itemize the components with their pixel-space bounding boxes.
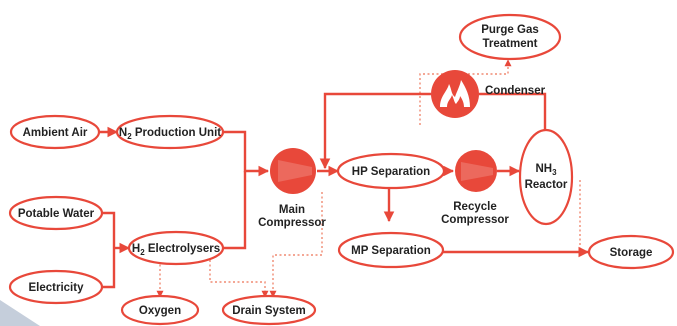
label-nh3-reactor-line2: Reactor bbox=[525, 179, 568, 191]
edge-water-junction bbox=[101, 211, 116, 248]
condenser-flame-icon bbox=[431, 70, 479, 118]
label-mp-separation: MP Separation bbox=[351, 245, 431, 257]
label-recycle-compressor-line2: Compressor bbox=[441, 214, 509, 226]
node-hp-separation: HP Separation bbox=[336, 152, 446, 190]
label-recycle-compressor-line1: Recycle bbox=[453, 201, 496, 213]
corner-decoration bbox=[0, 300, 40, 326]
compressor-icon bbox=[270, 148, 316, 194]
recycle-compressor: Recycle Compressor bbox=[441, 150, 509, 226]
edge-electricity-junction bbox=[101, 248, 116, 289]
label-condenser: Condenser bbox=[485, 85, 546, 97]
node-drain-system: Drain System bbox=[221, 294, 317, 326]
compressor-icon bbox=[455, 150, 497, 192]
label-hp-separation: HP Separation bbox=[352, 166, 430, 178]
edge-h2-compressor bbox=[222, 171, 247, 250]
label-potable-water: Potable Water bbox=[18, 208, 95, 220]
label-oxygen: Oxygen bbox=[139, 305, 181, 317]
label-purge-line1: Purge Gas bbox=[481, 24, 539, 36]
edge-compressor-drain-dotted bbox=[269, 192, 323, 298]
label-drain-system: Drain System bbox=[232, 305, 306, 317]
label-electricity: Electricity bbox=[29, 282, 85, 294]
node-oxygen: Oxygen bbox=[120, 294, 200, 326]
label-main-compressor-line1: Main bbox=[279, 204, 305, 216]
node-nh3-reactor: NH3 Reactor bbox=[518, 128, 574, 226]
label-ambient-air: Ambient Air bbox=[23, 127, 88, 139]
edge-n2-compressor bbox=[222, 130, 270, 177]
node-storage: Storage bbox=[587, 234, 675, 270]
main-compressor: Main Compressor bbox=[258, 148, 326, 229]
label-purge-line2: Treatment bbox=[483, 38, 538, 50]
label-main-compressor-line2: Compressor bbox=[258, 217, 326, 229]
edge-electrolyser-drain-dotted bbox=[209, 260, 269, 298]
label-nh3-reactor-line1: NH3 bbox=[535, 163, 557, 177]
label-storage: Storage bbox=[610, 247, 653, 259]
node-potable-water: Potable Water bbox=[8, 195, 104, 231]
node-h2-electrolysers: H2 Electrolysers bbox=[127, 230, 225, 266]
edge-condenser-return bbox=[319, 92, 431, 170]
node-purge-gas-treatment: Purge Gas Treatment bbox=[458, 13, 562, 61]
label-n2-production-unit: N2 Production Unit bbox=[119, 127, 221, 141]
edge-reactor-condenser bbox=[479, 92, 547, 130]
node-electricity: Electricity bbox=[8, 269, 104, 305]
condenser: Condenser bbox=[431, 70, 546, 118]
node-n2-production-unit: N2 Production Unit bbox=[115, 114, 225, 150]
label-h2-electrolysers: H2 Electrolysers bbox=[132, 243, 220, 257]
node-ambient-air: Ambient Air bbox=[9, 114, 101, 150]
node-mp-separation: MP Separation bbox=[337, 231, 445, 269]
